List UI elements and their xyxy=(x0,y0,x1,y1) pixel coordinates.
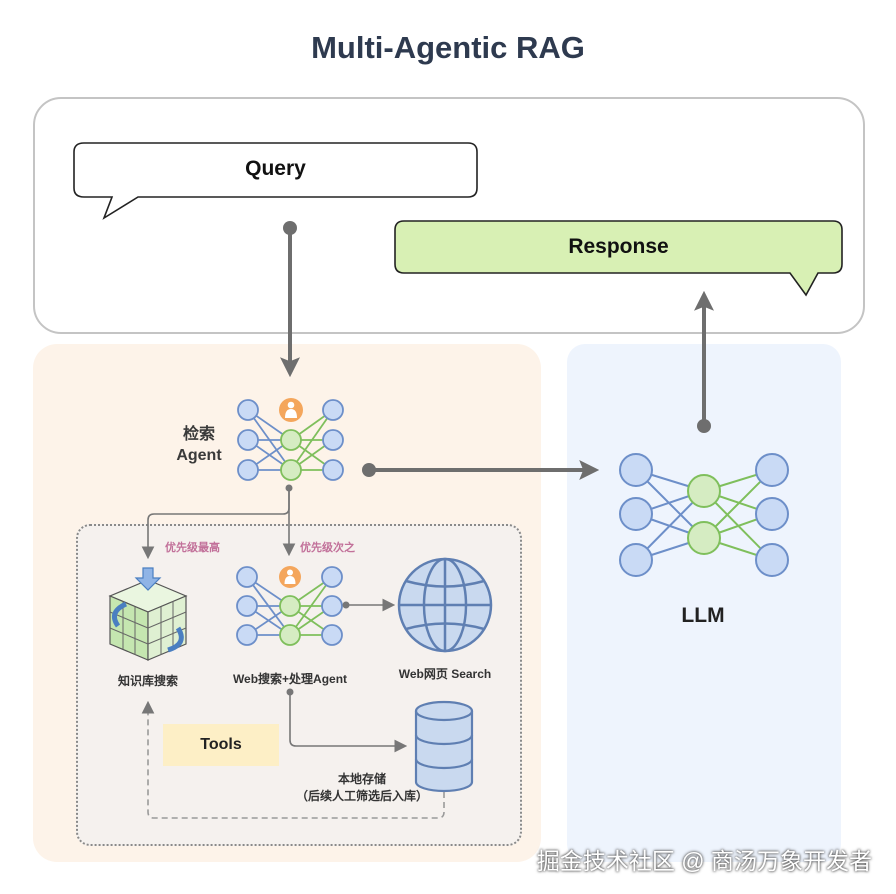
local-storage-line2: （后续人工筛选后入库） xyxy=(295,789,428,803)
page-title: Multi-Agentic RAG xyxy=(311,30,585,65)
network-node xyxy=(619,497,653,531)
retrieval-agent-line2: Agent xyxy=(176,447,222,464)
agent-branch-arrows xyxy=(141,484,296,560)
retrieval-agent-network xyxy=(237,399,344,481)
query-to-agent-arrow xyxy=(280,221,300,378)
network-node xyxy=(237,429,259,451)
person-icon xyxy=(279,398,303,422)
network-node xyxy=(322,459,344,481)
network-node xyxy=(755,497,789,531)
tools-chip: Tools xyxy=(163,724,279,766)
network-node xyxy=(236,566,258,588)
web-agent-to-search-arrow xyxy=(342,598,396,612)
globe-icon xyxy=(397,557,493,653)
web-agent-label: Web搜索+处理Agent xyxy=(232,672,348,686)
network-node xyxy=(321,624,343,646)
web-search-label: Web网页 Search xyxy=(398,667,492,681)
knowledge-search-label: 知识库搜索 xyxy=(117,674,178,688)
network-node xyxy=(321,595,343,617)
response-bubble xyxy=(394,220,843,297)
network-node xyxy=(755,453,789,487)
cube-icon xyxy=(108,567,188,661)
network-node xyxy=(237,399,259,421)
web-agent-network xyxy=(236,566,343,646)
web-agent-to-storage-arrow xyxy=(286,688,408,753)
network-node xyxy=(236,624,258,646)
llm-network xyxy=(619,453,789,577)
network-edge xyxy=(290,409,334,471)
priority-second-label: 优先级次之 xyxy=(300,542,355,554)
network-edge xyxy=(289,576,333,636)
response-label: Response xyxy=(568,235,669,258)
network-node xyxy=(279,595,301,617)
io-panel xyxy=(33,97,865,334)
network-node xyxy=(687,521,721,555)
agent-to-llm-arrow xyxy=(362,460,600,480)
query-label: Query xyxy=(245,157,306,180)
query-bubble xyxy=(73,142,478,220)
database-icon xyxy=(414,700,474,793)
network-node xyxy=(321,566,343,588)
tools-label: Tools xyxy=(200,736,242,753)
network-node xyxy=(280,459,302,481)
network-node xyxy=(322,429,344,451)
network-node xyxy=(619,453,653,487)
network-node xyxy=(687,474,721,508)
llm-to-response-arrow xyxy=(694,290,714,433)
local-storage-label: 本地存储 （后续人工筛选后入库） xyxy=(282,771,442,805)
network-node xyxy=(619,543,653,577)
network-node xyxy=(280,429,302,451)
llm-label: LLM xyxy=(681,604,725,627)
network-node xyxy=(755,543,789,577)
watermark: 掘金技术社区 @ 商汤万象开发者 xyxy=(536,848,872,874)
priority-highest-label: 优先级最高 xyxy=(165,542,220,554)
network-node xyxy=(236,595,258,617)
network-node xyxy=(237,459,259,481)
network-node xyxy=(279,624,301,646)
retrieval-agent-label: 检索 Agent xyxy=(166,424,232,466)
network-node xyxy=(322,399,344,421)
storage-to-knowledge-arrow xyxy=(141,700,445,819)
retrieval-agent-line1: 检索 xyxy=(182,426,215,443)
local-storage-line1: 本地存储 xyxy=(337,772,386,786)
person-icon xyxy=(279,566,301,588)
